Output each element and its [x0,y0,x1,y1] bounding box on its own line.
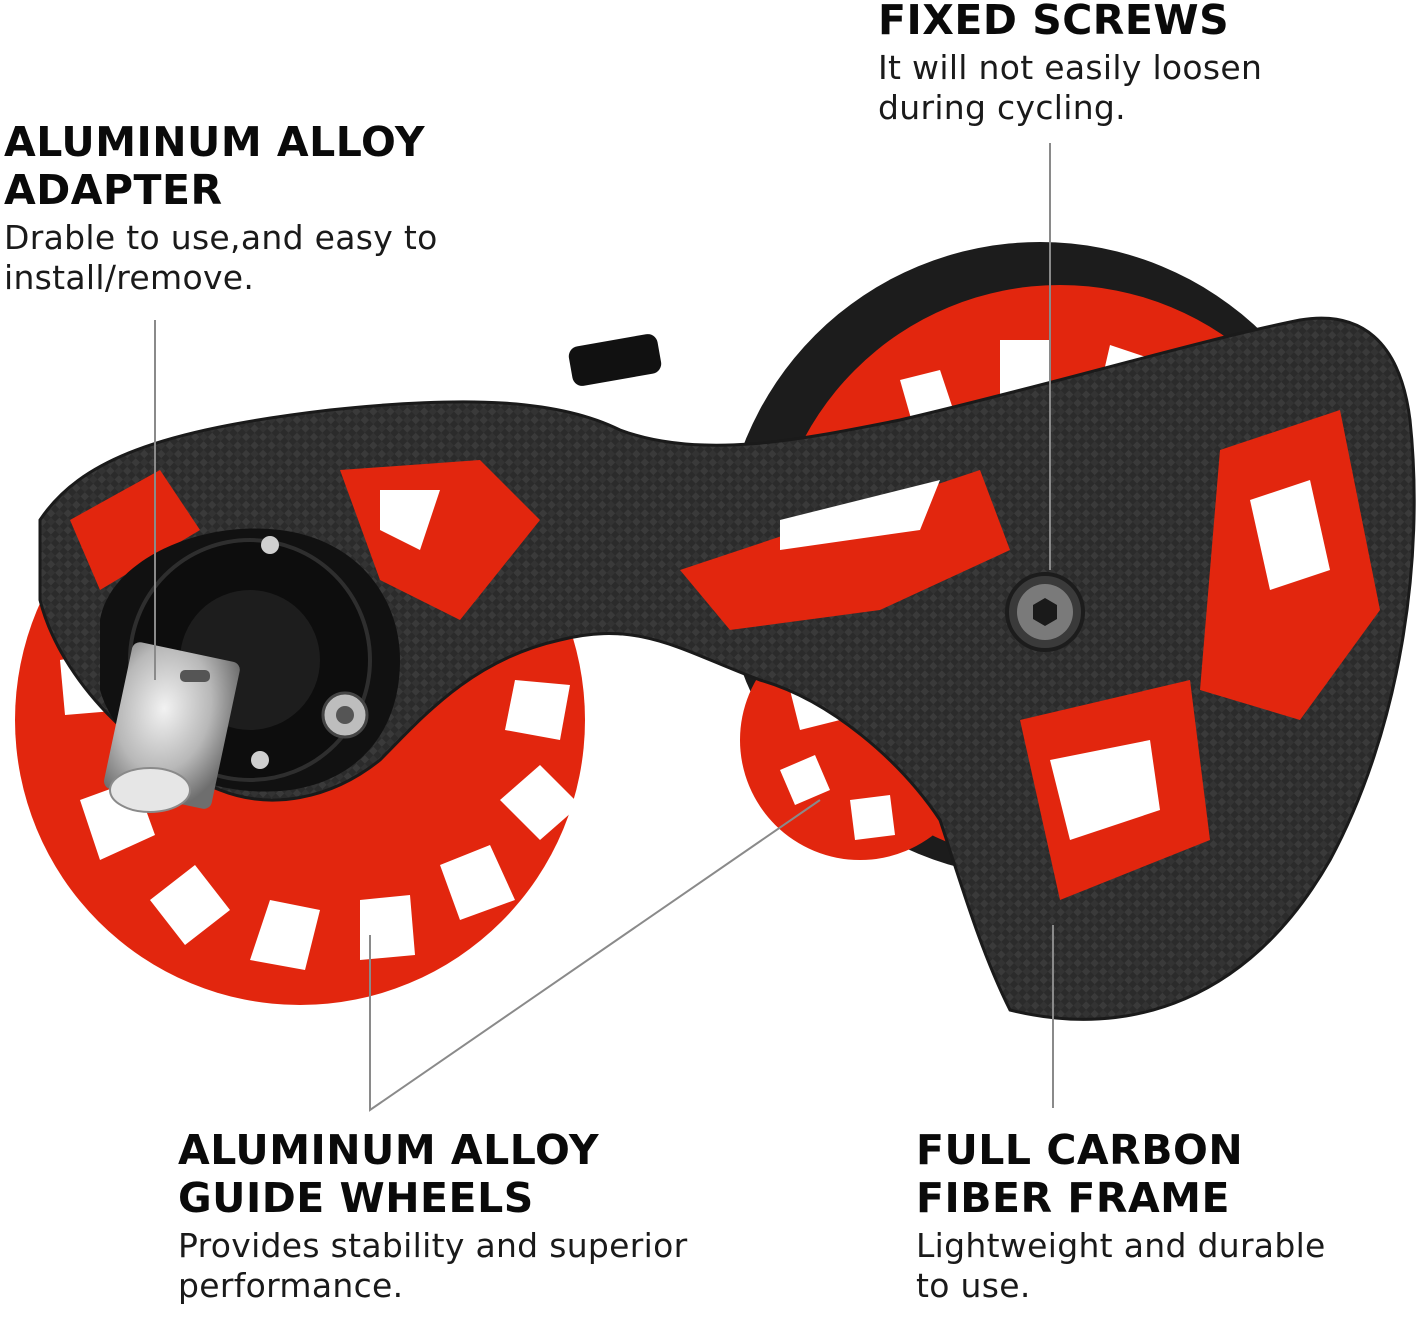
leader-lines [154,143,1054,1112]
wheels-leader-line [369,799,821,1112]
screws-description: It will not easily loosen during cycling… [878,48,1262,128]
adapter-title-line2: ADAPTER [4,166,223,214]
screws-desc-line2: during cycling. [878,88,1126,127]
frame-title: FULL CARBON FIBER FRAME [916,1126,1326,1222]
adapter-callout: ALUMINUM ALLOY ADAPTER Drable to use,and… [4,118,438,298]
frame-title-line2: FIBER FRAME [916,1174,1230,1222]
wheels-callout: ALUMINUM ALLOY GUIDE WHEELS Provides sta… [178,1126,687,1306]
adapter-desc-line2: install/remove. [4,258,255,297]
adapter-desc-line1: Drable to use,and easy to [4,218,438,257]
adapter-description: Drable to use,and easy to install/remove… [4,218,438,298]
hex-screw-icon [1005,572,1085,652]
axle-icon [103,642,240,813]
frame-callout: FULL CARBON FIBER FRAME Lightweight and … [916,1126,1326,1306]
wheels-desc-line1: Provides stability and superior [178,1226,688,1265]
screws-desc-line1: It will not easily loosen [878,48,1263,87]
frame-desc-line1: Lightweight and durable [916,1226,1326,1265]
adapter-title: ALUMINUM ALLOY ADAPTER [4,118,438,214]
frame-desc-line2: to use. [916,1266,1031,1305]
adapter-title-line1: ALUMINUM ALLOY [4,118,426,166]
frame-title-line1: FULL CARBON [916,1126,1244,1174]
frame-description: Lightweight and durable to use. [916,1226,1326,1306]
screws-title-line1: FIXED SCREWS [878,0,1230,44]
carbon-cage-icon [38,316,1416,1021]
screws-title: FIXED SCREWS [878,0,1262,44]
wheels-description: Provides stability and superior performa… [178,1226,687,1306]
wheels-title-line2: GUIDE WHEELS [178,1174,534,1222]
screws-callout: FIXED SCREWS It will not easily loosen d… [878,0,1262,128]
wheels-title: ALUMINUM ALLOY GUIDE WHEELS [178,1126,687,1222]
wheels-desc-line2: performance. [178,1266,404,1305]
wheels-title-line1: ALUMINUM ALLOY [178,1126,600,1174]
